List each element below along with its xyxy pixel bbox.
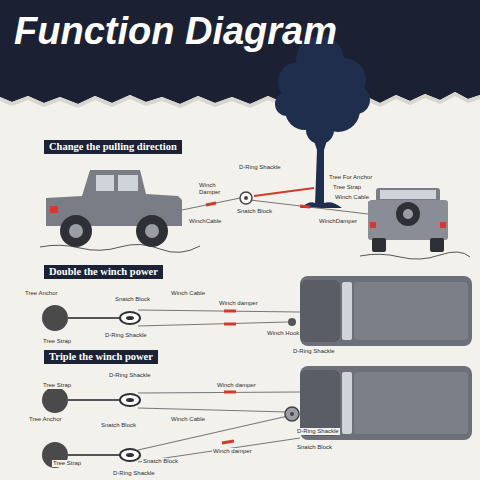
part-label: Tree Strap [42, 338, 72, 345]
part-label: Tree Strap [52, 460, 82, 467]
part-label: Snatch Block [100, 422, 137, 429]
part-label: Winch damper [218, 300, 259, 307]
part-label: Winch Cable [170, 290, 206, 297]
part-label: Snatch Block [236, 208, 273, 215]
part-label: Tree Anchor [28, 416, 62, 423]
part-label: D-Ring Shackle [292, 348, 336, 355]
part-label: Snatch Block [114, 296, 151, 303]
part-label: Winch Damper [198, 182, 226, 196]
rigging-2 [42, 305, 300, 331]
part-label: Winch Cable [170, 416, 206, 423]
part-label: Snatch Block [142, 458, 179, 465]
part-label: Tree Anchor [24, 290, 58, 297]
tree [275, 36, 370, 208]
part-label: Winch damper [212, 448, 253, 455]
part-label: Tree Strap [332, 184, 362, 191]
header-band [0, 0, 480, 104]
heading-text: Triple the winch power [49, 351, 153, 362]
section-heading: Double the winch power [44, 265, 163, 279]
part-label: Winch damper [216, 382, 257, 389]
part-label: Snatch Block [296, 444, 333, 451]
part-label: D-Ring Shackle [296, 428, 340, 435]
jeep-side [46, 170, 182, 247]
van-top-1 [300, 276, 472, 346]
heading-text: Change the pulling direction [49, 141, 177, 152]
ground-line [40, 244, 470, 259]
part-label: Tree For Anchor [328, 174, 373, 181]
van-top-2 [285, 366, 472, 440]
section-heading: Change the pulling direction [44, 140, 182, 154]
section-heading: Triple the winch power [44, 350, 158, 364]
torn-edge [0, 92, 480, 108]
part-label: D-Ring Shackle [108, 372, 152, 379]
heading-text: Double the winch power [49, 266, 158, 277]
rigging-3 [42, 387, 300, 468]
part-label: D-Ring Shackle [104, 332, 148, 339]
part-label: WinchDamper [318, 218, 358, 225]
part-label: Tree Strap [42, 382, 72, 389]
jeep-rear [368, 188, 448, 252]
part-label: WinchCable [188, 218, 222, 225]
part-label: D-Ring Shackle [112, 470, 156, 477]
part-label: D-Ring Shackle [238, 164, 282, 171]
page-title: Function Diagram [14, 10, 337, 53]
part-label: Winch Cable [334, 194, 370, 201]
part-label: Winch Hook [266, 330, 300, 337]
